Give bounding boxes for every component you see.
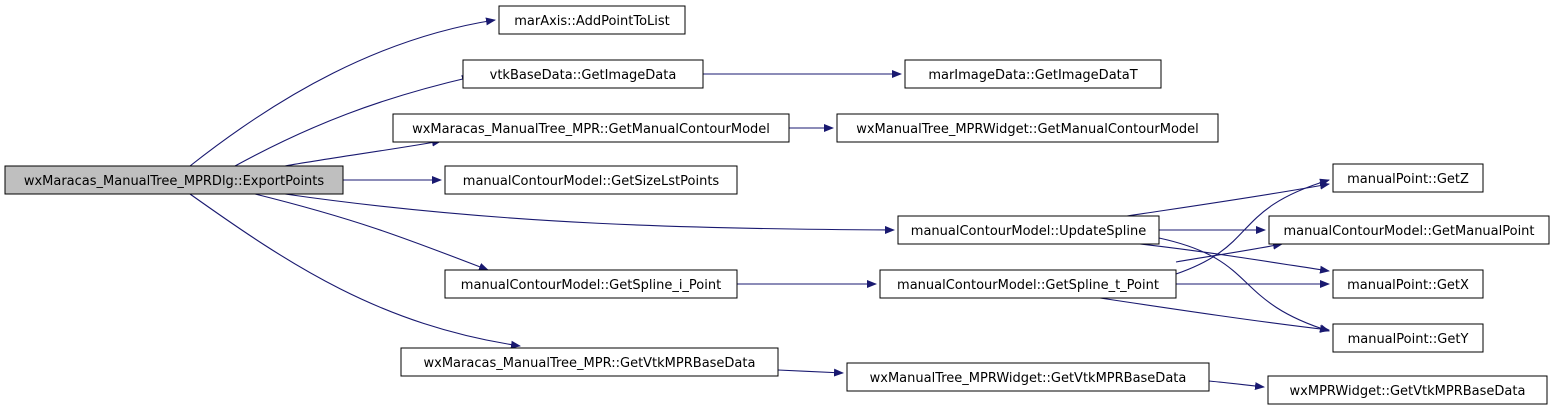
node-label: marAxis::AddPointToList xyxy=(514,14,670,29)
node-getmancontour[interactable]: wxMaracas_ManualTree_MPR::GetManualConto… xyxy=(392,113,790,143)
node-getsizelst[interactable]: manualContourModel::GetSizeLstPoints xyxy=(444,165,738,195)
edge-root-to-addpoint xyxy=(189,17,496,167)
node-updatespline[interactable]: manualContourModel::UpdateSpline xyxy=(897,215,1160,245)
node-box xyxy=(836,113,1219,143)
node-label: manualContourModel::GetSpline_t_Point xyxy=(897,278,1159,293)
node-label: manualContourModel::GetSizeLstPoints xyxy=(463,174,720,189)
edge-updatespline-to-gety xyxy=(1158,237,1330,333)
edge-getsplinet-to-getmanualpoint xyxy=(1175,241,1283,263)
nodes-layer: wxMaracas_ManualTree_MPRDlg::ExportPoint… xyxy=(4,5,1550,405)
node-getsplinei[interactable]: manualContourModel::GetSpline_i_Point xyxy=(444,269,738,299)
node-getimagedatat[interactable]: marImageData::GetImageDataT xyxy=(904,59,1162,89)
node-box xyxy=(444,269,738,299)
edge-root-to-getvtkmpr xyxy=(189,193,521,349)
node-gety[interactable]: manualPoint::GetY xyxy=(1332,323,1484,353)
node-label: manualPoint::GetZ xyxy=(1347,172,1469,187)
edge-root-to-getimagedata xyxy=(234,75,472,167)
node-label: wxMaracas_ManualTree_MPR::GetManualConto… xyxy=(412,122,770,137)
edge-root-to-getsplinei xyxy=(254,193,489,271)
node-box xyxy=(1332,163,1484,193)
node-box xyxy=(392,113,790,143)
node-box xyxy=(897,215,1160,245)
node-root[interactable]: wxMaracas_ManualTree_MPRDlg::ExportPoint… xyxy=(4,165,344,195)
node-label: manualContourModel::GetManualPoint xyxy=(1283,224,1534,239)
node-box xyxy=(846,362,1210,392)
node-addpoint[interactable]: marAxis::AddPointToList xyxy=(498,5,686,35)
node-box xyxy=(1332,323,1484,353)
node-label: wxManualTree_MPRWidget::GetManualContour… xyxy=(856,122,1199,137)
node-getz[interactable]: manualPoint::GetZ xyxy=(1332,163,1484,193)
node-label: wxMaracas_ManualTree_MPRDlg::ExportPoint… xyxy=(24,174,325,189)
node-box xyxy=(1332,269,1484,299)
node-getmanualpoint[interactable]: manualContourModel::GetManualPoint xyxy=(1268,215,1550,245)
node-box xyxy=(400,347,779,377)
node-box xyxy=(4,165,344,195)
node-label: manualContourModel::GetSpline_i_Point xyxy=(461,278,721,293)
node-label: vtkBaseData::GetImageData xyxy=(490,68,677,83)
node-getsplinet[interactable]: manualContourModel::GetSpline_t_Point xyxy=(879,269,1177,299)
node-box xyxy=(444,165,738,195)
node-box xyxy=(904,59,1162,89)
edge-getsplinet-to-gety xyxy=(1099,297,1330,333)
node-getimagedata[interactable]: vtkBaseData::GetImageData xyxy=(462,59,704,89)
edge-root-to-updatespline xyxy=(284,193,895,234)
edge-getvtkmpr-to-wgetvtkmpr xyxy=(777,368,844,377)
node-mprwgetvtk[interactable]: wxMPRWidget::GetVtkMPRBaseData xyxy=(1267,375,1548,405)
node-label: marImageData::GetImageDataT xyxy=(928,68,1137,83)
node-wgetmancontour[interactable]: wxManualTree_MPRWidget::GetManualContour… xyxy=(836,113,1219,143)
node-getvtkmpr[interactable]: wxMaracas_ManualTree_MPR::GetVtkMPRBaseD… xyxy=(400,347,779,377)
node-box xyxy=(498,5,686,35)
node-box xyxy=(462,59,704,89)
node-box xyxy=(1268,215,1550,245)
edge-root-to-getmancontour xyxy=(284,138,442,167)
node-label: wxMaracas_ManualTree_MPR::GetVtkMPRBaseD… xyxy=(424,356,756,371)
edge-getsplinet-to-getz xyxy=(1175,178,1330,275)
node-wgetvtkmpr[interactable]: wxManualTree_MPRWidget::GetVtkMPRBaseDat… xyxy=(846,362,1210,392)
edge-wgetvtkmpr-to-mprwgetvtk xyxy=(1208,380,1265,391)
edges-layer xyxy=(189,17,1330,391)
edge-updatespline-to-getz xyxy=(1126,181,1330,217)
node-label: manualPoint::GetX xyxy=(1347,278,1469,293)
node-box xyxy=(879,269,1177,299)
node-box xyxy=(1267,375,1548,405)
node-label: manualPoint::GetY xyxy=(1348,332,1469,347)
node-getx[interactable]: manualPoint::GetX xyxy=(1332,269,1484,299)
node-label: wxMPRWidget::GetVtkMPRBaseData xyxy=(1290,384,1526,399)
edge-updatespline-to-getx xyxy=(1139,243,1330,274)
node-label: manualContourModel::UpdateSpline xyxy=(911,224,1146,239)
node-label: wxManualTree_MPRWidget::GetVtkMPRBaseDat… xyxy=(870,371,1187,386)
